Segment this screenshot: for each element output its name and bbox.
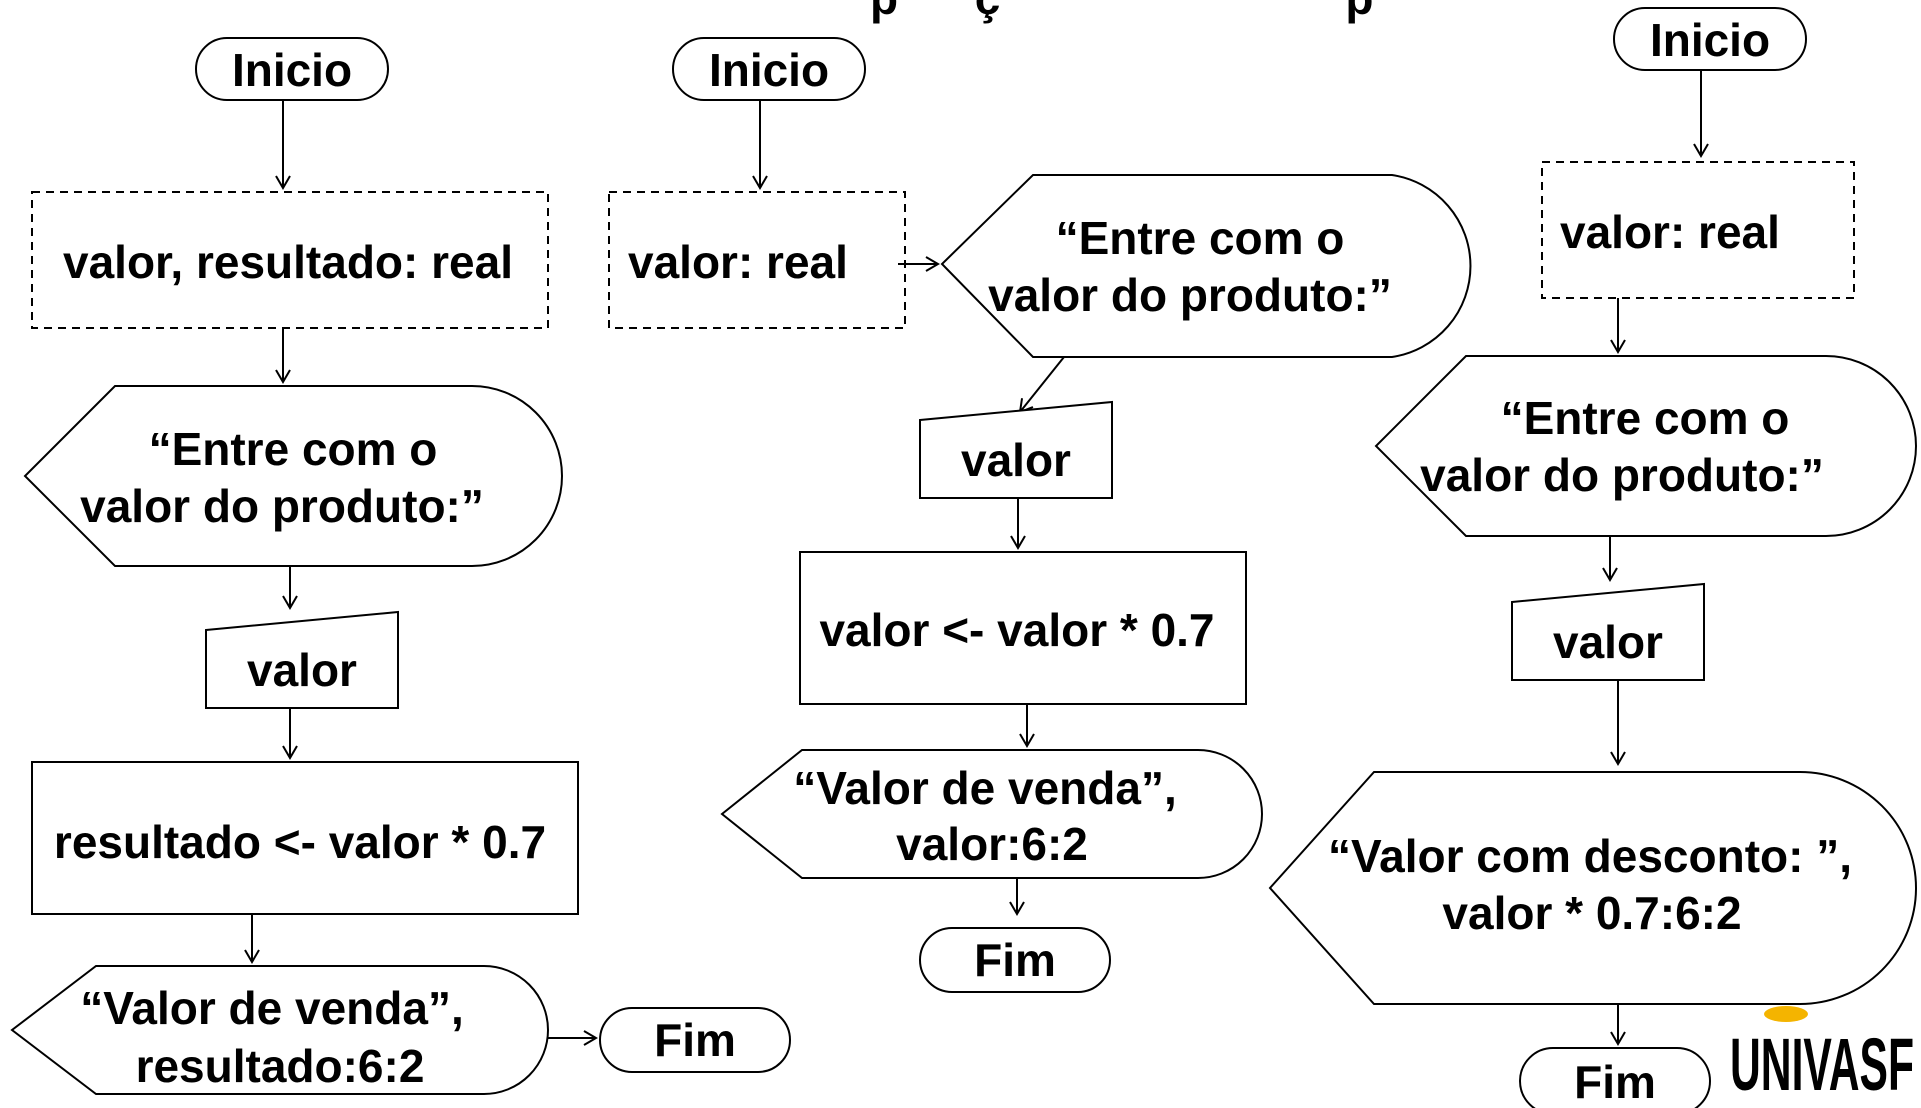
flow3-end-terminal — [1519, 1047, 1711, 1108]
flow1-output-display — [10, 965, 549, 1095]
flow3-declaration-box — [1541, 161, 1855, 299]
flowchart-2: Inicio valor: real “Entre com o valor do… — [608, 37, 1472, 993]
flow2-prompt-display — [940, 174, 1472, 358]
univasf-logo: UNIVASF — [1730, 1006, 1914, 1106]
flowchart-3: Inicio valor: real “Entre com o valor do… — [1268, 7, 1917, 1108]
flow2-output-line2: valor:6:2 — [896, 818, 1088, 870]
flow1-process-box — [31, 761, 579, 915]
flow2-output-display — [720, 749, 1263, 879]
flow1-output-line1: “Valor de venda”, — [80, 982, 463, 1034]
flow2-process-box — [799, 551, 1247, 705]
flow1-output-line2: resultado:6:2 — [136, 1040, 425, 1092]
flow3-input-manual — [1511, 582, 1705, 681]
flow2-input-label: valor — [961, 434, 1071, 486]
flow3-declaration-label: valor: real — [1560, 206, 1780, 258]
flow2-prompt-line2: valor do produto:” — [988, 269, 1392, 321]
flow1-prompt-display — [23, 385, 563, 567]
flow1-end-label: Fim — [654, 1014, 736, 1066]
flow2-start-terminal — [672, 37, 866, 101]
flow3-start-label: Inicio — [1650, 14, 1770, 66]
flow1-process-label: resultado <- valor * 0.7 — [54, 816, 546, 868]
flow3-prompt-line2: valor do produto:” — [1420, 449, 1824, 501]
flow2-arrow-prompt-input — [1018, 356, 1065, 414]
flow1-start-label: Inicio — [232, 44, 352, 96]
logo-wordmark: UNIVASF — [1730, 1023, 1914, 1106]
flow3-output-line1: “Valor com desconto: ”, — [1328, 830, 1852, 882]
flow1-declaration-box — [31, 191, 549, 329]
flow1-declaration-label: valor, resultado: real — [63, 236, 513, 288]
flow3-input-label: valor — [1553, 616, 1663, 668]
flow2-end-label: Fim — [974, 934, 1056, 986]
flow1-input-manual — [205, 610, 399, 709]
flow3-output-line2: valor * 0.7:6:2 — [1442, 887, 1741, 939]
flow2-input-manual — [919, 400, 1113, 499]
flow3-start-terminal — [1613, 7, 1807, 71]
flow2-start-label: Inicio — [709, 44, 829, 96]
flow3-prompt-line1: “Entre com o — [1501, 392, 1790, 444]
flow2-process-label: valor <- valor * 0.7 — [819, 604, 1214, 656]
flowchart-1: Inicio valor, resultado: real “Entre com… — [10, 37, 791, 1095]
flow1-prompt-line2: valor do produto:” — [80, 480, 484, 532]
flow2-end-terminal — [919, 927, 1111, 993]
flow2-declaration-box — [608, 191, 906, 329]
logo-accent-mark — [1764, 1006, 1808, 1022]
flow2-output-line1: “Valor de venda”, — [793, 762, 1176, 814]
flow3-output-display — [1268, 771, 1917, 1005]
flow3-end-label: Fim — [1574, 1056, 1656, 1108]
flow3-prompt-display — [1374, 355, 1917, 537]
clipped-title: p ç p — [870, 0, 1374, 24]
flow1-prompt-line1: “Entre com o — [149, 423, 438, 475]
flow2-declaration-label: valor: real — [628, 236, 848, 288]
flow1-start-terminal — [195, 37, 389, 101]
flow1-end-terminal — [599, 1007, 791, 1073]
flow2-prompt-line1: “Entre com o — [1056, 212, 1345, 264]
flow1-input-label: valor — [247, 644, 357, 696]
